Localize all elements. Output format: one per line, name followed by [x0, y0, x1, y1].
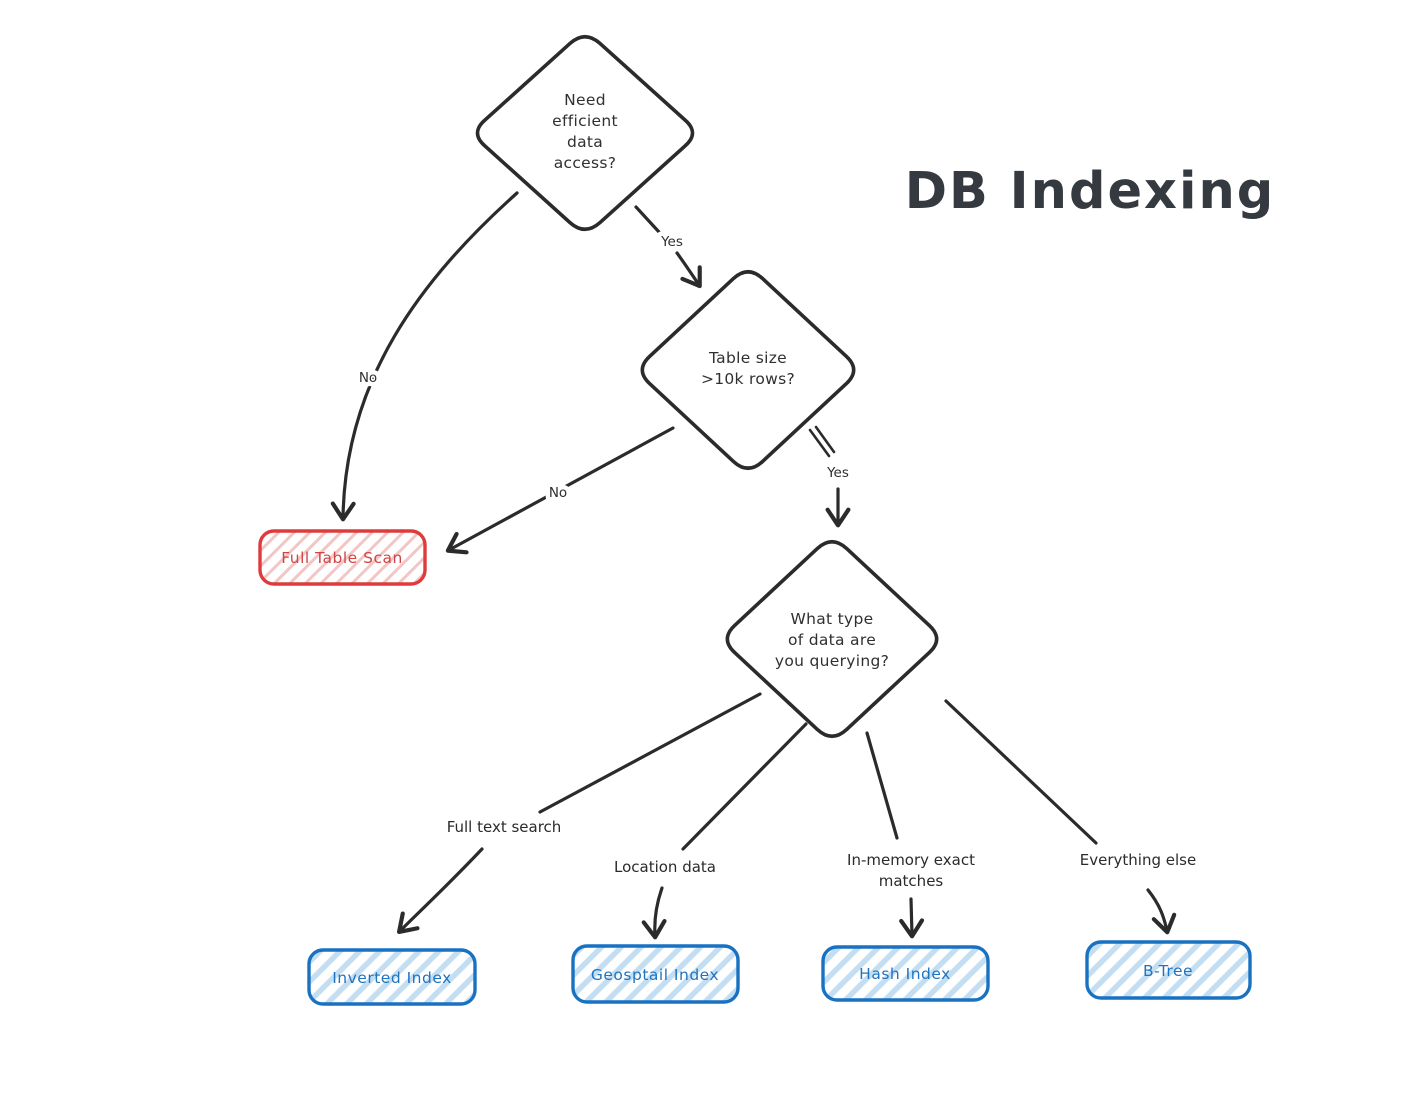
decision-label-line: >10k rows? — [701, 370, 795, 388]
decision-label-line: access? — [554, 154, 617, 172]
arrow-everything-else — [944, 699, 1177, 935]
diagram-title: DB Indexing — [905, 162, 1276, 221]
decision-label-line: data — [567, 133, 603, 151]
decision-label-line: Need — [564, 91, 606, 109]
arrow-no2-to-full-table-scan — [445, 426, 675, 555]
result-inverted-index-box — [307, 948, 477, 1006]
decision-label-line: of data are — [788, 631, 876, 649]
branch-label-in-memory-line1: In-memory exact — [847, 851, 975, 869]
decision-data-type-shape — [725, 540, 939, 738]
result-geospatial-index-box — [571, 944, 740, 1004]
branch-label-everything-else: Everything else — [1080, 851, 1196, 869]
decision-data-type: What type of data are you querying? — [725, 540, 939, 738]
decision-need-efficient-access: Need efficient data access? — [475, 34, 695, 232]
branch-label-full-text-search: Full text search — [447, 818, 562, 836]
arrow-location-data — [641, 722, 808, 940]
edge-label-yes-2: Yes — [826, 465, 849, 481]
arrow-full-text-search — [397, 692, 762, 934]
result-hash-index: Hash Index — [821, 945, 990, 1002]
result-label: Full Table Scan — [281, 549, 403, 567]
arrow-no-to-full-table-scan — [330, 191, 519, 522]
edge-label-yes-1: Yes — [660, 234, 683, 250]
result-label: B-Tree — [1143, 962, 1193, 980]
decision-label-line: efficient — [552, 112, 618, 130]
result-full-table-scan: Full Table Scan — [258, 529, 427, 586]
arrow-yes-to-data-type — [808, 425, 851, 528]
decision-table-size-shape — [640, 270, 856, 470]
result-hash-index-box — [821, 945, 990, 1002]
edges — [330, 191, 1177, 940]
result-btree-box — [1085, 940, 1252, 1000]
result-label: Geosptail Index — [591, 966, 719, 984]
arrow-in-memory — [865, 731, 925, 939]
decision-label-line: What type — [791, 610, 874, 628]
branch-label-in-memory-line2: matches — [879, 872, 944, 890]
decision-label-line: Table size — [708, 349, 787, 367]
decision-table-size: Table size >10k rows? — [640, 270, 856, 470]
result-btree: B-Tree — [1085, 940, 1252, 1000]
result-full-table-scan-box — [258, 529, 427, 586]
result-geospatial-index: Geosptail Index — [571, 944, 740, 1004]
branch-label-location-data: Location data — [614, 858, 716, 876]
edge-label-no-2: No — [549, 485, 567, 501]
result-label: Hash Index — [859, 965, 951, 983]
decision-need-efficient-access-shape — [475, 34, 695, 232]
edge-label-no-1: No — [359, 370, 377, 386]
arrow-yes-to-table-size — [634, 205, 702, 289]
result-label: Inverted Index — [332, 969, 452, 987]
decision-label-line: you querying? — [775, 652, 889, 670]
result-inverted-index: Inverted Index — [307, 948, 477, 1006]
